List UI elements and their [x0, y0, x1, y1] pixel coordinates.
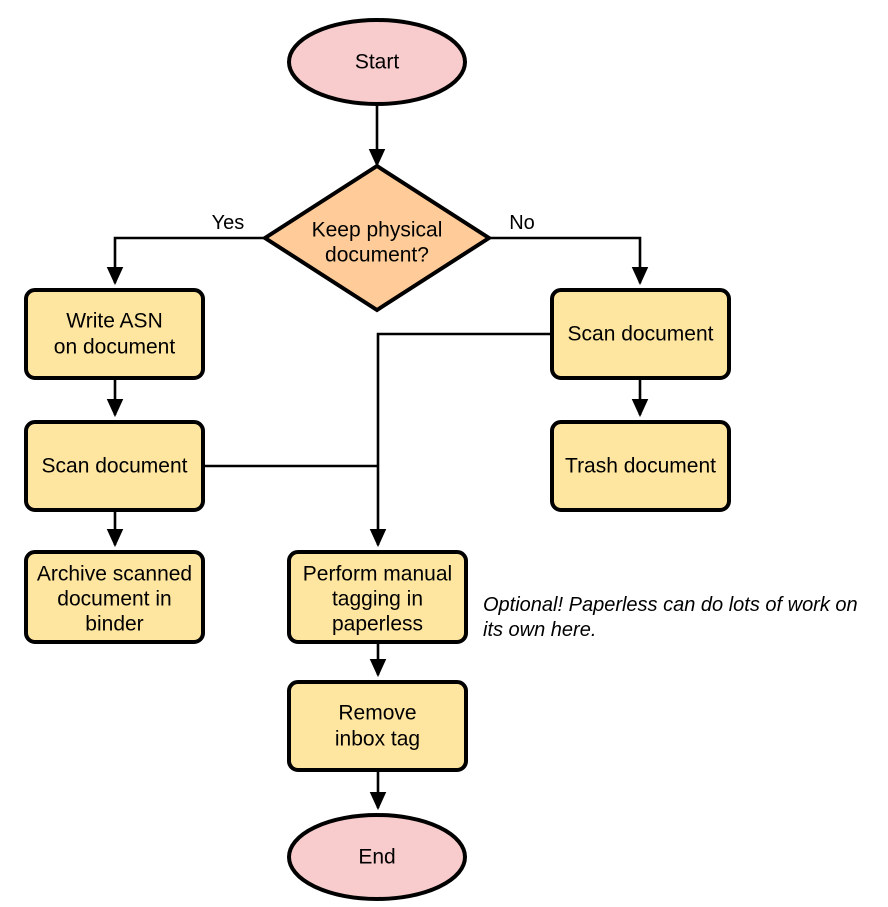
optional-note-line1: Optional! Paperless can do lots of work … — [483, 594, 858, 616]
archive-label-line2: document in — [57, 588, 171, 611]
node-scan-document-right[interactable]: Scan document — [550, 288, 731, 380]
decision-label-line2: document? — [325, 244, 429, 267]
node-archive-scanned-document[interactable]: Archive scanned document in binder — [24, 550, 205, 644]
write-asn-box — [24, 288, 205, 380]
decision-label-line1: Keep physical — [312, 219, 443, 242]
write-asn-label-line1: Write ASN — [66, 310, 162, 333]
node-perform-manual-tagging[interactable]: Perform manual tagging in paperless — [287, 550, 468, 644]
node-decision-keep-physical-document[interactable]: Keep physical document? — [261, 163, 493, 313]
manual-tagging-label-line2: tagging in — [332, 588, 423, 611]
end-label: End — [358, 846, 395, 869]
edge-layer — [106, 104, 649, 811]
end-ellipse — [287, 813, 467, 901]
node-write-asn-on-document[interactable]: Write ASN on document — [24, 288, 205, 380]
trash-document-label: Trash document — [565, 455, 716, 478]
remove-inbox-tag-box — [287, 680, 468, 772]
optional-note-line2: its own here. — [483, 619, 596, 641]
scan-document-left-label: Scan document — [42, 455, 188, 478]
node-scan-document-left[interactable]: Scan document — [24, 420, 205, 512]
archive-label-line1: Archive scanned — [37, 563, 192, 586]
start-ellipse — [287, 18, 467, 106]
remove-inbox-tag-label-line2: inbox tag — [335, 728, 420, 751]
node-trash-document[interactable]: Trash document — [550, 420, 731, 512]
node-end[interactable]: End — [287, 813, 467, 901]
edge-decision-no-to-scan-right — [489, 236, 649, 286]
archive-box — [24, 550, 205, 644]
trash-document-box — [550, 420, 731, 512]
node-remove-inbox-tag[interactable]: Remove inbox tag — [287, 680, 468, 772]
manual-tagging-label-line3: paperless — [332, 613, 423, 636]
archive-label-line3: binder — [85, 613, 143, 636]
optional-note: Optional! Paperless can do lots of work … — [483, 594, 858, 641]
edge-scan-right-to-manual-tagging — [369, 332, 552, 548]
decision-diamond — [261, 163, 493, 313]
edge-label-no: No — [509, 212, 535, 234]
manual-tagging-box — [287, 550, 468, 644]
node-start[interactable]: Start — [287, 18, 467, 106]
manual-tagging-label-line1: Perform manual — [303, 563, 452, 586]
write-asn-label-line2: on document — [54, 336, 176, 359]
scan-document-right-label: Scan document — [568, 323, 714, 346]
remove-inbox-tag-label-line1: Remove — [338, 702, 416, 725]
scan-document-left-box — [24, 420, 205, 512]
edge-label-yes: Yes — [212, 212, 245, 234]
start-label: Start — [355, 51, 400, 74]
scan-document-right-box — [550, 288, 731, 380]
edge-decision-yes-to-write-asn — [106, 236, 265, 286]
